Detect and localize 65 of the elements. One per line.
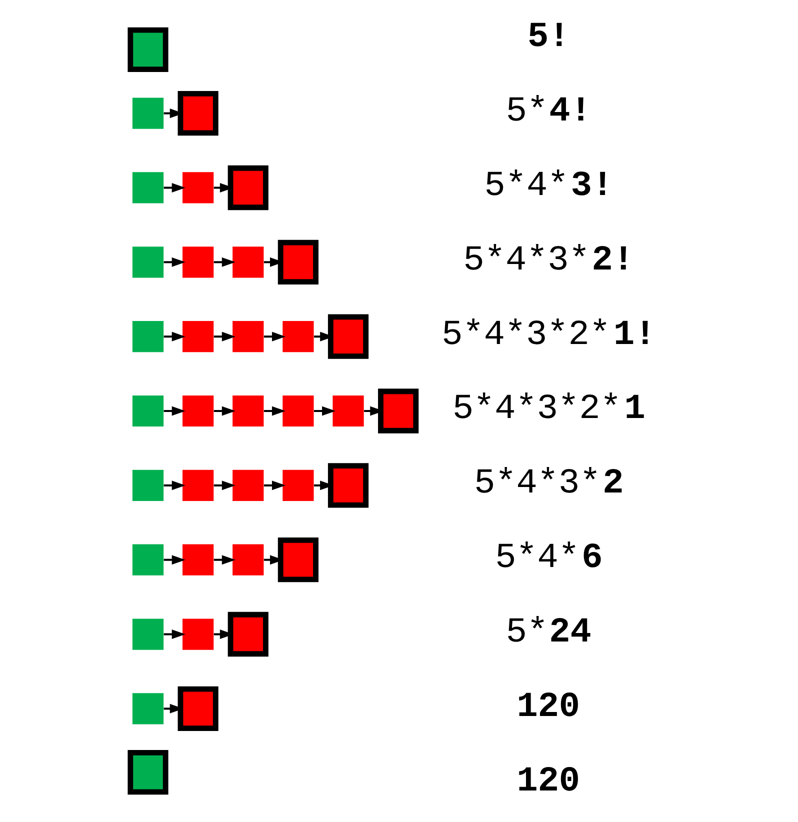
node-box <box>328 463 369 508</box>
node-box <box>132 470 164 501</box>
label: 120 <box>516 686 580 727</box>
node-box <box>132 246 164 278</box>
node-box <box>328 314 369 359</box>
arrow <box>164 406 186 416</box>
label: 5*4*3! <box>484 166 614 206</box>
node-box <box>332 395 364 427</box>
label: 5! <box>528 17 570 58</box>
node-box <box>132 98 164 129</box>
arrow <box>214 480 236 490</box>
node-box <box>282 470 314 501</box>
arrow <box>164 555 186 565</box>
label: 120 <box>516 761 580 802</box>
node-box <box>128 750 168 795</box>
label: 5*24 <box>506 612 592 652</box>
node-box <box>132 395 164 427</box>
arrow <box>264 332 286 342</box>
node-box <box>278 538 318 582</box>
arrow <box>214 183 234 192</box>
label: 5*4*3*2*1! <box>442 314 656 355</box>
label: 5*4*3*2*1 <box>452 389 646 430</box>
arrow <box>264 480 286 490</box>
node-box <box>228 165 268 210</box>
arrow <box>264 406 286 416</box>
arrow <box>164 630 186 639</box>
node-box <box>232 246 264 278</box>
node-box <box>182 470 214 501</box>
node-box <box>182 321 214 352</box>
node-box <box>182 544 214 576</box>
node-box <box>228 612 268 657</box>
arrow <box>214 406 236 416</box>
arrow <box>214 332 236 342</box>
node-box <box>232 470 264 501</box>
arrow <box>214 257 236 267</box>
node-box <box>182 395 214 427</box>
label: 5*4! <box>506 91 592 132</box>
node-box <box>178 91 218 136</box>
node-box <box>128 27 168 72</box>
node-box <box>132 321 164 352</box>
node-box <box>132 172 164 204</box>
node-box <box>182 246 214 278</box>
node-box <box>132 618 164 650</box>
arrow <box>214 630 234 639</box>
node-box <box>132 693 164 724</box>
node-box <box>378 388 419 434</box>
label: 5*4*3*2 <box>474 464 624 504</box>
node-box <box>278 240 318 284</box>
arrow <box>164 480 186 490</box>
node-box <box>232 544 264 576</box>
arrow <box>214 555 236 565</box>
arrow <box>164 257 186 267</box>
node-box <box>232 395 264 427</box>
node-box <box>132 544 164 576</box>
arrow <box>164 183 186 192</box>
arrow <box>164 332 186 342</box>
node-box <box>178 686 218 731</box>
label: 5*4*6 <box>495 538 603 578</box>
label: 5*4*3*2! <box>463 240 634 280</box>
node-box <box>182 172 214 204</box>
node-box <box>282 395 314 427</box>
node-box <box>182 618 214 650</box>
node-box <box>232 321 264 352</box>
arrow <box>314 406 336 416</box>
node-box <box>282 321 314 352</box>
